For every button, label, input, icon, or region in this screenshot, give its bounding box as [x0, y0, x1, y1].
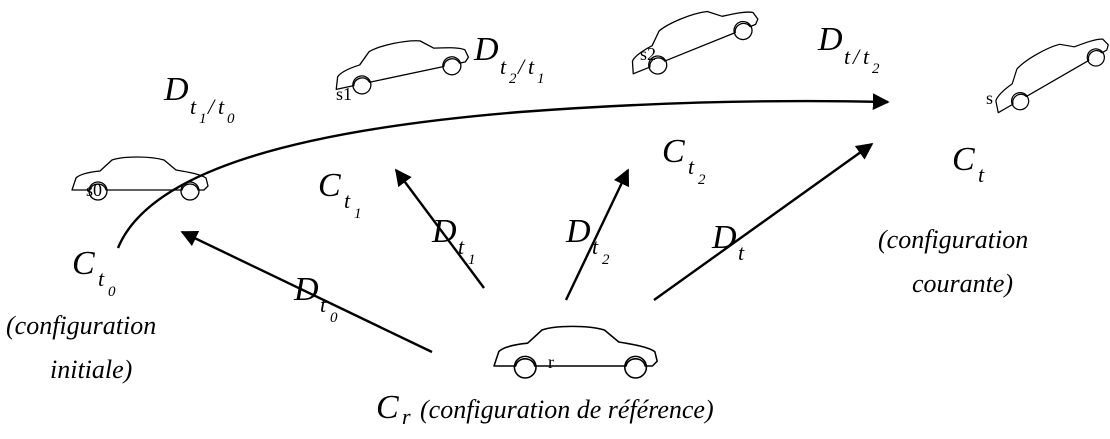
svg-text:/: / [851, 44, 861, 69]
svg-text:t: t [528, 54, 535, 79]
svg-text:r: r [402, 404, 411, 429]
svg-text:1: 1 [354, 206, 362, 222]
svg-text:D: D [711, 219, 737, 256]
svg-text:t: t [863, 44, 870, 69]
car-reference [493, 325, 658, 379]
svg-text:C: C [662, 133, 685, 170]
svg-text:C: C [376, 389, 399, 426]
svg-text:t: t [500, 54, 507, 79]
svg-text:t: t [218, 94, 225, 119]
svg-text:0: 0 [108, 284, 116, 300]
svg-text:t: t [98, 266, 105, 291]
svg-text:1: 1 [537, 71, 545, 87]
svg-text:C: C [318, 167, 341, 204]
arrow-d-t0 [180, 230, 433, 354]
label-c-r: C r (configuration de référence) [376, 389, 714, 429]
svg-text:D: D [431, 213, 457, 250]
mark-s2: s2 [640, 44, 656, 64]
svg-text:C: C [952, 141, 975, 178]
svg-text:/: / [206, 94, 216, 119]
svg-text:D: D [473, 31, 499, 68]
label-d-t1: D t 1 [431, 213, 476, 268]
svg-text:(configuration de référence): (configuration de référence) [420, 395, 714, 424]
caption-courante-1: (configuration [878, 225, 1028, 254]
label-d-t-t2: D t / t 2 [817, 21, 880, 77]
svg-text:t: t [738, 240, 745, 265]
mark-s1: s1 [336, 84, 352, 104]
svg-text:0: 0 [330, 310, 338, 326]
trajectory-curve [116, 93, 890, 249]
mark-r: r [548, 352, 554, 372]
mark-s: s [986, 88, 993, 108]
label-c-t1: C t 1 [318, 167, 362, 222]
svg-text:2: 2 [509, 71, 517, 87]
svg-text:1: 1 [199, 111, 207, 127]
label-d-t2-t1: D t 2 / t 1 [473, 31, 545, 87]
caption-initiale-1: (configuration [6, 311, 156, 340]
svg-text:D: D [817, 21, 843, 58]
svg-text:D: D [163, 71, 189, 108]
svg-text:2: 2 [698, 172, 706, 188]
svg-text:t: t [458, 234, 465, 259]
svg-text:t: t [978, 162, 985, 187]
label-d-t2: D t 2 [565, 213, 610, 268]
arrow-d-t2 [564, 168, 630, 301]
svg-text:t: t [344, 188, 351, 213]
label-c-t2: C t 2 [662, 133, 706, 188]
svg-text:2: 2 [872, 61, 880, 77]
label-c-t0: C t 0 [72, 245, 116, 300]
label-c-t: C t [952, 141, 985, 187]
svg-text:2: 2 [602, 252, 610, 268]
arrow-d-t [653, 143, 874, 301]
car-t2 [620, 0, 764, 84]
arrow-d-t1 [394, 168, 485, 289]
svg-text:t: t [190, 94, 197, 119]
caption-courante-2: courante) [912, 269, 1013, 298]
mark-s0: s0 [86, 180, 102, 200]
svg-text:t: t [320, 292, 327, 317]
caption-initiale-2: initiale) [50, 355, 132, 384]
svg-text:0: 0 [227, 111, 235, 127]
label-d-t1-t0: D t 1 / t 0 [163, 71, 235, 127]
car-current [981, 20, 1110, 122]
svg-text:C: C [72, 245, 95, 282]
svg-text:1: 1 [468, 252, 476, 268]
svg-text:t: t [844, 44, 851, 69]
svg-text:/: / [516, 54, 526, 79]
svg-text:t: t [688, 154, 695, 179]
svg-text:D: D [565, 213, 591, 250]
label-d-t: D t [711, 219, 745, 265]
svg-text:t: t [592, 234, 599, 259]
label-d-t0: D t 0 [293, 271, 338, 326]
svg-text:D: D [293, 271, 319, 308]
